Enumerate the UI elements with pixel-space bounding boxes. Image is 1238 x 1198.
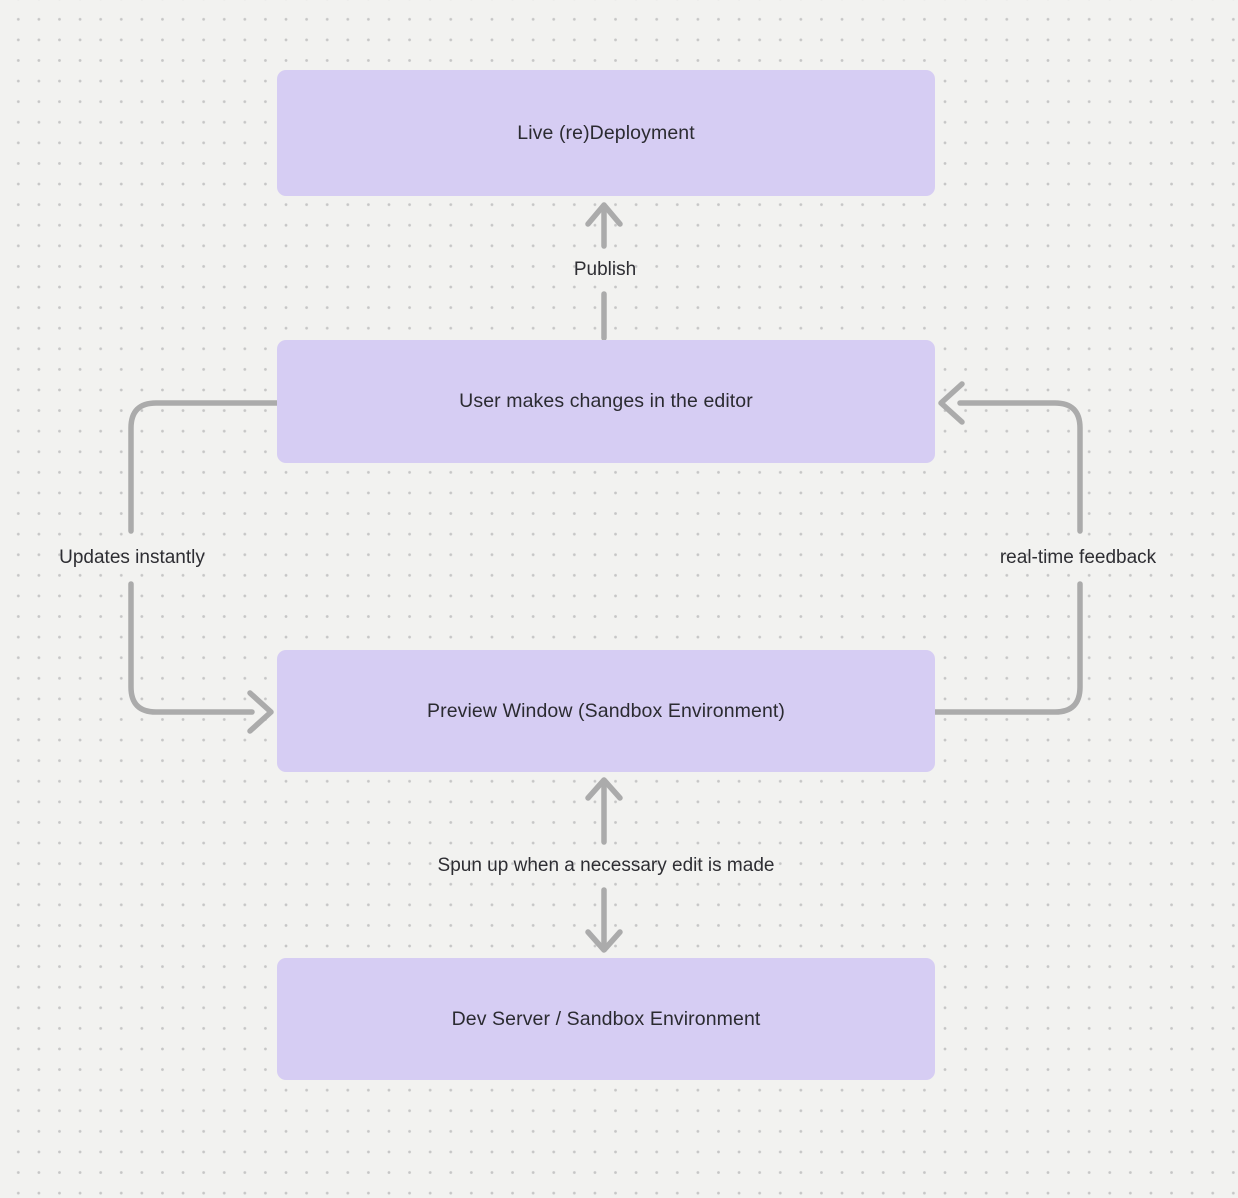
node-live-deployment[interactable]: Live (re)Deployment — [277, 70, 935, 196]
edge-label-publish: Publish — [573, 259, 637, 280]
node-preview-window[interactable]: Preview Window (Sandbox Environment) — [277, 650, 935, 772]
node-label: Dev Server / Sandbox Environment — [451, 1007, 761, 1030]
edge-label-updates-instantly: Updates instantly — [59, 547, 205, 568]
arrowhead-up-icon — [585, 202, 623, 227]
arrowhead-down-icon — [585, 929, 623, 953]
node-user-editor[interactable]: User makes changes in the editor — [277, 340, 935, 463]
node-label: Preview Window (Sandbox Environment) — [427, 699, 785, 722]
arrowhead-left-icon — [938, 381, 965, 425]
edge-label-spun-up: Spun up when a necessary edit is made — [437, 855, 775, 876]
node-label: Live (re)Deployment — [517, 121, 695, 144]
arrowhead-right-icon — [247, 690, 274, 734]
arrowhead-up-icon — [585, 777, 623, 801]
node-dev-server[interactable]: Dev Server / Sandbox Environment — [277, 958, 935, 1080]
edge-label-real-time-feedback: real-time feedback — [999, 547, 1157, 568]
node-label: User makes changes in the editor — [459, 390, 753, 412]
